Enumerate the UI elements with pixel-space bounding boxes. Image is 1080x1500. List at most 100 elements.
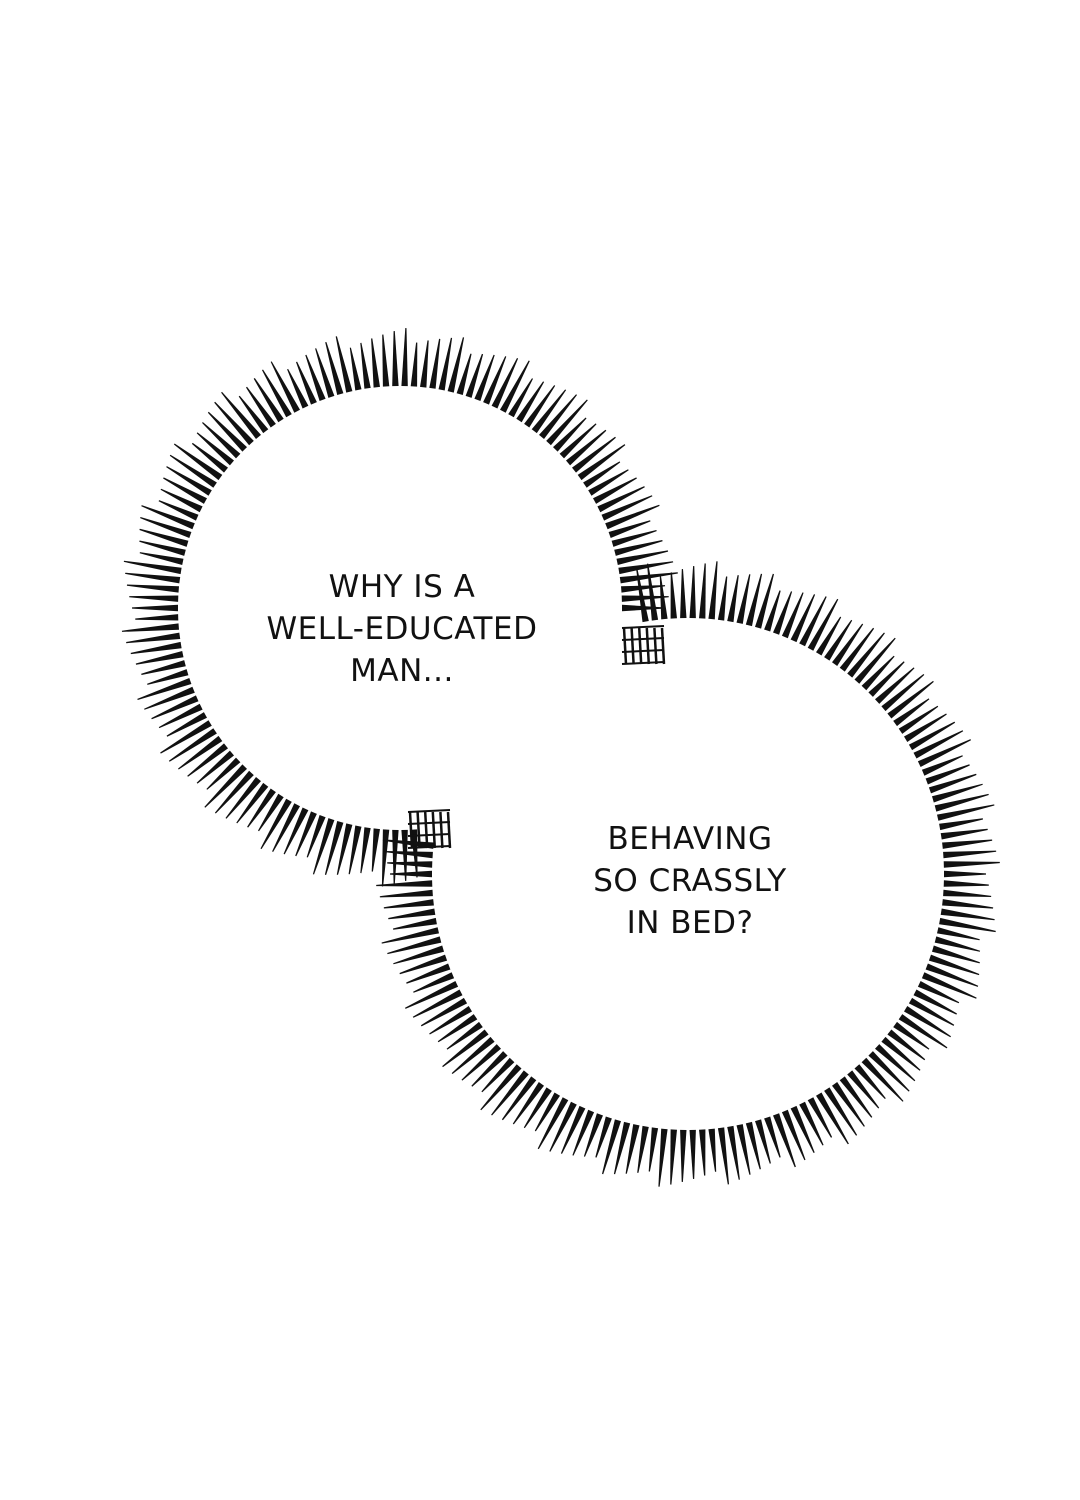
burst-spike bbox=[560, 1105, 586, 1154]
burst-spike bbox=[942, 839, 993, 849]
burst-spike bbox=[637, 1125, 649, 1173]
burst-spike bbox=[295, 811, 317, 857]
hatch-line bbox=[407, 833, 451, 837]
burst-spike bbox=[141, 505, 195, 530]
burst-spike bbox=[393, 945, 444, 965]
burst-spike bbox=[335, 336, 353, 393]
burst-spike bbox=[312, 818, 335, 875]
burst-spike bbox=[465, 353, 484, 398]
burst-spike bbox=[546, 399, 588, 446]
burst-spike bbox=[908, 997, 955, 1026]
burst-spike bbox=[399, 954, 448, 975]
burst-spike bbox=[524, 385, 556, 428]
burst-spike bbox=[360, 827, 371, 874]
burst-spike bbox=[934, 936, 981, 952]
burst-spike bbox=[160, 720, 212, 754]
burst-spike bbox=[474, 354, 495, 401]
burst-spike bbox=[379, 889, 433, 898]
burst-spike bbox=[196, 750, 234, 784]
burst-spike bbox=[648, 1127, 659, 1172]
burst-spike bbox=[405, 981, 459, 1009]
burst-spike bbox=[605, 504, 660, 530]
burst-spike bbox=[207, 411, 247, 452]
burst-spike bbox=[807, 598, 839, 651]
burst-spike bbox=[736, 574, 751, 624]
burst-spike bbox=[413, 972, 455, 993]
burst-spike bbox=[125, 572, 181, 584]
burst-spike bbox=[534, 1092, 560, 1132]
hatch-line bbox=[431, 811, 437, 849]
bubble-right-line: BEHAVING bbox=[607, 821, 773, 857]
burst-spike bbox=[129, 595, 179, 602]
burst-spike bbox=[438, 337, 453, 391]
burst-spike bbox=[847, 632, 885, 678]
burst-spike bbox=[572, 436, 616, 473]
burst-spike bbox=[699, 563, 706, 619]
burst-spike bbox=[939, 818, 983, 831]
burst-bubble-left-spikes bbox=[121, 328, 678, 887]
burst-spike bbox=[717, 576, 728, 621]
hatch-line bbox=[621, 661, 665, 665]
burst-spike bbox=[932, 945, 980, 964]
burst-spike bbox=[736, 1124, 751, 1175]
burst-spike bbox=[158, 703, 203, 729]
burst-spike bbox=[140, 517, 192, 538]
burst-spike bbox=[925, 963, 979, 987]
burst-spike bbox=[908, 721, 956, 751]
burst-spike bbox=[429, 338, 441, 389]
bubble-left-line: MAN... bbox=[350, 653, 454, 689]
hatch-line bbox=[407, 821, 451, 825]
burst-spike bbox=[246, 386, 276, 428]
burst-spike bbox=[790, 594, 816, 643]
burst-spike bbox=[940, 908, 995, 921]
burst-spike bbox=[483, 356, 507, 405]
burst-spike bbox=[225, 777, 261, 819]
burst-spike bbox=[559, 423, 597, 459]
burst-spike bbox=[126, 584, 179, 593]
burst-spike bbox=[904, 1006, 951, 1038]
burst-spike bbox=[861, 655, 895, 691]
burst-spike bbox=[147, 669, 189, 685]
burst-spike bbox=[163, 477, 207, 504]
burst-spike bbox=[160, 488, 203, 513]
burst-spike bbox=[854, 637, 896, 684]
burst-spike bbox=[392, 829, 399, 884]
burst-spike bbox=[236, 782, 269, 824]
burst-spike bbox=[401, 328, 408, 387]
burst-spike bbox=[790, 1105, 815, 1153]
burst-spike bbox=[139, 552, 184, 565]
burst-spike bbox=[928, 954, 980, 976]
burst-spike bbox=[583, 461, 621, 488]
burst-spike bbox=[461, 1044, 501, 1081]
burst-spike bbox=[608, 520, 651, 538]
burst-spike bbox=[937, 927, 980, 941]
hatch-line bbox=[416, 811, 421, 849]
burst-spike bbox=[940, 828, 988, 840]
burst-spike bbox=[893, 1021, 930, 1050]
burst-spike bbox=[847, 1070, 880, 1109]
burst-spike bbox=[371, 338, 380, 388]
burst-spike bbox=[491, 358, 519, 409]
burst-spike bbox=[123, 560, 182, 575]
burst-spike bbox=[875, 667, 915, 704]
burst-spike bbox=[618, 561, 674, 575]
burst-spike bbox=[481, 1057, 515, 1093]
burst-spike bbox=[680, 569, 687, 619]
burst-spike bbox=[446, 1021, 483, 1050]
burst-spike bbox=[387, 936, 442, 955]
burst-spike bbox=[601, 495, 653, 521]
burst-spike bbox=[773, 1113, 796, 1168]
burst-spike bbox=[824, 1087, 858, 1136]
burst-spike bbox=[781, 1109, 806, 1161]
burst-spike bbox=[376, 880, 433, 887]
burst-spike bbox=[745, 1121, 761, 1170]
burst-spike bbox=[755, 573, 774, 629]
burst-spike bbox=[913, 730, 964, 759]
burst-spike bbox=[325, 342, 344, 395]
hatch-line bbox=[653, 627, 658, 665]
burst-spike bbox=[187, 743, 228, 777]
burst-spike bbox=[816, 1092, 849, 1145]
burst-spike bbox=[680, 1129, 687, 1182]
crosshatch-marks bbox=[407, 625, 666, 849]
hatch-line bbox=[407, 845, 451, 849]
